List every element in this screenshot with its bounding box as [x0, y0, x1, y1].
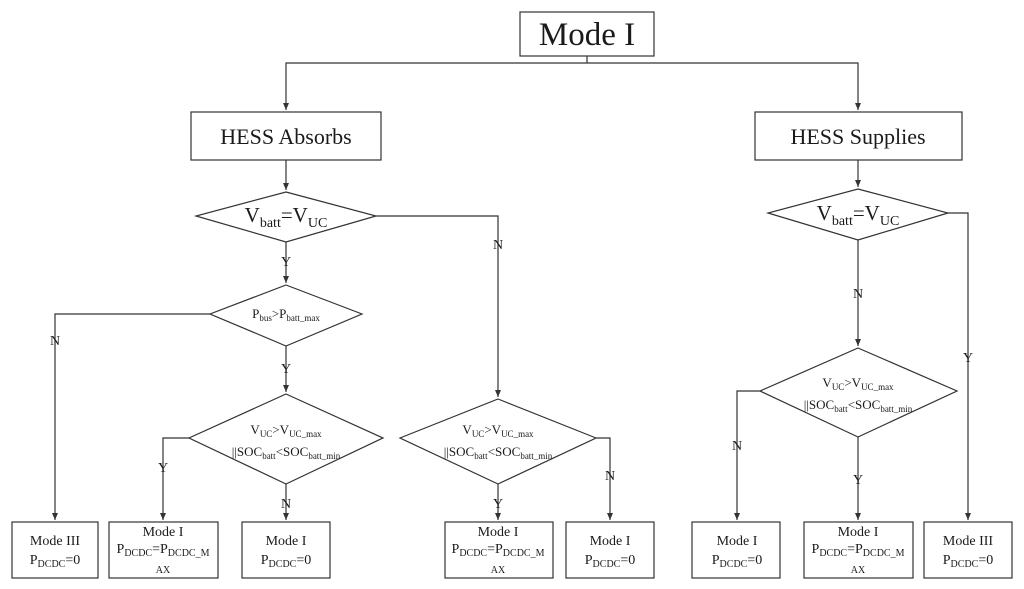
outcome-box-2 — [108, 521, 219, 579]
outcome-box-4 — [444, 521, 554, 579]
connectors — [52, 56, 971, 520]
outcome-box-6 — [691, 521, 781, 579]
outcome-box-5 — [565, 521, 655, 579]
decision-uc-soc-a — [187, 393, 385, 485]
edge-check-no — [376, 215, 501, 397]
decision-voltage-equal-right — [765, 188, 951, 241]
edge-label-check-yes: Y — [281, 255, 291, 270]
decision-uc-soc-c-label: VUC>VUC_max||SOCbatt<SOCbatt_min — [804, 375, 913, 414]
node-absorbs-label: HESS Absorbs — [220, 124, 351, 149]
node-labels: Mode I HESS Absorbs HESS Supplies Vbatt=… — [30, 17, 994, 576]
edge-label-check-right-yes: Y — [963, 351, 973, 366]
edge-label-ucb-yes: Y — [493, 497, 503, 512]
edge-ucb-no — [596, 437, 613, 520]
edge-label-pbus-no: N — [50, 334, 60, 349]
outcome-box-3 — [241, 521, 331, 579]
edge-labels: Y N N Y Y N Y N N Y N Y — [50, 238, 973, 512]
edge-pbus-no — [52, 313, 210, 520]
decision-uc-soc-b — [398, 398, 598, 485]
outcome-box-7 — [803, 521, 914, 579]
node-supplies-label: HESS Supplies — [790, 124, 925, 149]
edge-uca-yes — [160, 437, 189, 520]
decision-bus-power-label: Pbus>Pbatt_max — [252, 306, 320, 323]
shapes — [11, 11, 1013, 579]
edge-label-uca-no: N — [281, 497, 291, 512]
edge-label-ucc-no: N — [732, 439, 742, 454]
edge-ucc-no — [734, 390, 760, 520]
decision-voltage-equal-left-label: Vbatt=VUC — [245, 203, 328, 231]
edge-label-check-right-no: N — [853, 287, 863, 302]
edge-label-pbus-yes: Y — [281, 362, 291, 377]
node-root-box — [519, 11, 655, 57]
node-supplies-box — [754, 111, 963, 161]
node-absorbs-box — [190, 111, 382, 161]
decision-uc-soc-c — [758, 347, 959, 438]
edge-label-ucb-no: N — [605, 469, 615, 484]
edge-label-ucc-yes: Y — [853, 473, 863, 488]
edge-root-to-supplies — [587, 62, 861, 110]
decision-voltage-equal-left — [193, 191, 379, 243]
edge-root-to-absorbs — [283, 62, 587, 110]
decision-bus-power — [208, 284, 364, 347]
decision-uc-soc-a-label: VUC>VUC_max||SOCbatt<SOCbatt_min — [232, 422, 341, 461]
decision-uc-soc-b-label: VUC>VUC_max||SOCbatt<SOCbatt_min — [444, 422, 553, 461]
outcome-box-1 — [11, 521, 99, 579]
outcome-box-8 — [923, 521, 1013, 579]
edge-label-uca-yes: Y — [158, 461, 168, 476]
edge-check-right-yes — [948, 212, 971, 520]
edge-label-check-no: N — [493, 238, 503, 253]
decision-voltage-equal-right-label: Vbatt=VUC — [817, 201, 900, 229]
node-root-label: Mode I — [539, 17, 635, 53]
